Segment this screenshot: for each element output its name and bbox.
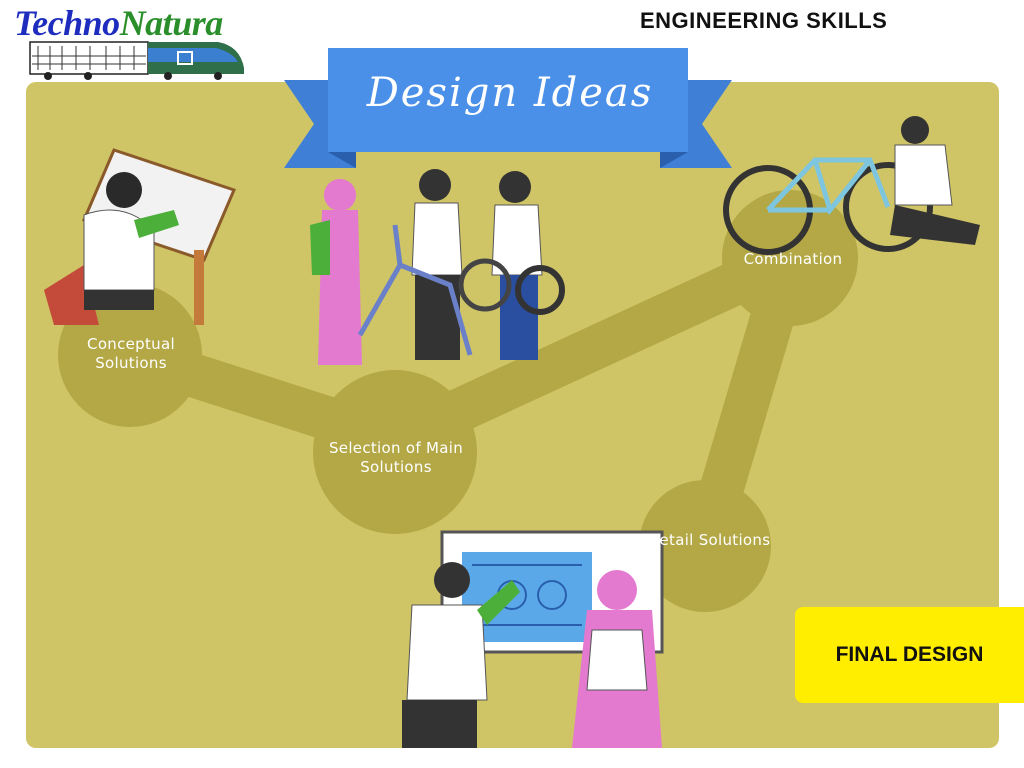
node-combination xyxy=(722,190,858,326)
node-label-detail-solutions: Detail Solutions xyxy=(647,531,771,549)
node-detail xyxy=(639,480,771,612)
banner-ribbon xyxy=(284,48,732,168)
node-label-combination: Combination xyxy=(743,250,843,268)
technonatura-logo: TechnoNatura xyxy=(14,2,223,44)
final-design-label: FINAL DESIGN xyxy=(835,643,984,666)
header-title: ENGINEERING SKILLS xyxy=(640,8,888,33)
logo-text-techno: Techno xyxy=(14,3,120,43)
node-selection xyxy=(313,370,477,534)
node-label-selection-main-solutions: Selection of Main Solutions xyxy=(328,439,464,476)
student-drafting-illustration xyxy=(44,148,237,325)
whiteboard-illustration xyxy=(402,530,664,748)
final-design-box: FINAL DESIGN xyxy=(795,607,1024,703)
node-label-conceptual-solutions: Conceptual Solutions xyxy=(87,335,175,372)
logo-text-natura: Natura xyxy=(119,3,224,43)
train-logo-icon xyxy=(29,41,244,80)
bicycle-repair-illustration xyxy=(723,116,980,255)
banner-title: Design Ideas xyxy=(366,70,654,116)
students-bicycle-illustration xyxy=(310,169,565,365)
